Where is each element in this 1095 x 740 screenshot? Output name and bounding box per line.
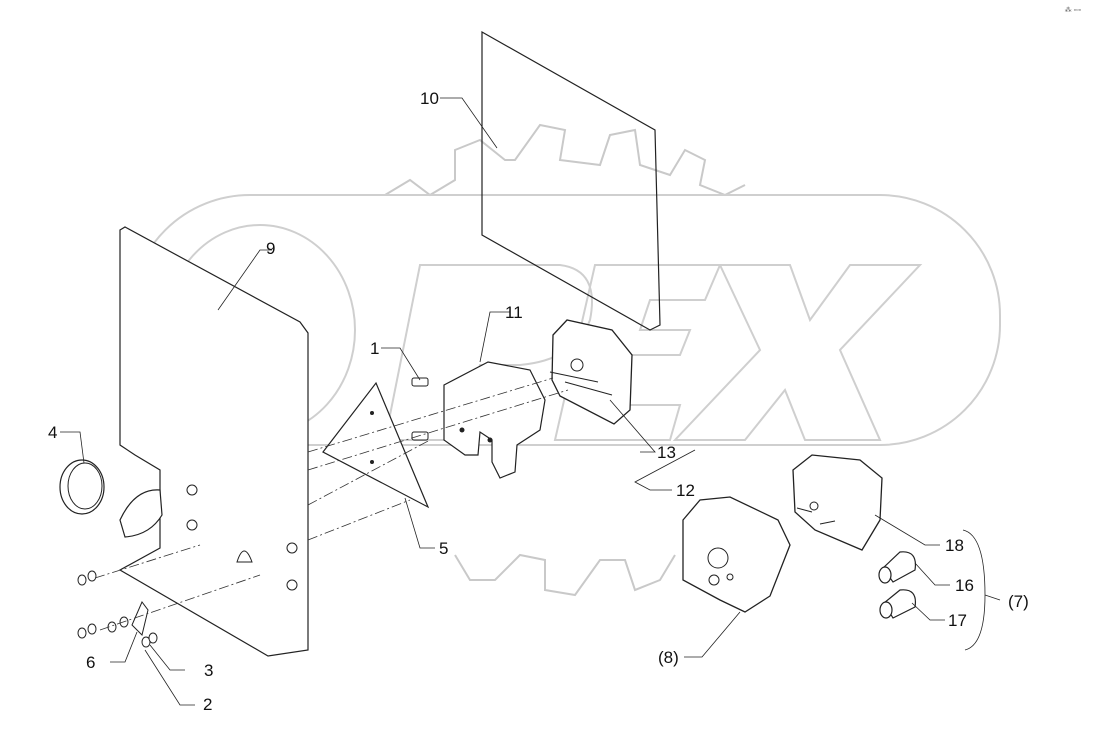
label-1: 1: [370, 339, 380, 358]
part-8-lamp: [682, 496, 791, 613]
label-3: 3: [204, 661, 214, 680]
label-9: 9: [266, 239, 276, 258]
part-11-bracket: [443, 361, 546, 479]
label-16: 16: [955, 576, 974, 595]
corner-mark: ⁂ ▫▫▫: [1064, 7, 1081, 14]
leader-lines: [60, 97, 1001, 706]
label-11: 11: [505, 303, 523, 322]
part-1-bolts: [411, 377, 429, 441]
label-5: 5: [439, 539, 449, 558]
part-10-sheet: [481, 30, 661, 331]
plate-holes: [186, 484, 298, 591]
watermark-gear: [384, 123, 746, 597]
part-18-lamp: [792, 454, 883, 551]
part-5-triangle: [322, 381, 430, 509]
label-7: (7): [1008, 592, 1029, 611]
label-4: 4: [48, 423, 58, 442]
label-8: (8): [658, 648, 679, 667]
assembly-lines: [94, 377, 569, 631]
label-6: 6: [86, 653, 96, 672]
part-13-lamp: [551, 319, 633, 425]
part-6-clip: [131, 601, 149, 636]
label-2: 2: [203, 695, 213, 714]
part-4-bracket: [119, 489, 163, 538]
label-18: 18: [945, 536, 964, 555]
part-9-plate: [118, 226, 309, 657]
label-13: 13: [657, 443, 676, 462]
label-10: 10: [420, 89, 439, 108]
part-4-reflector: [59, 459, 105, 515]
label-12: 12: [676, 481, 695, 500]
label-17: 17: [948, 611, 967, 630]
bulbs: [878, 551, 917, 619]
